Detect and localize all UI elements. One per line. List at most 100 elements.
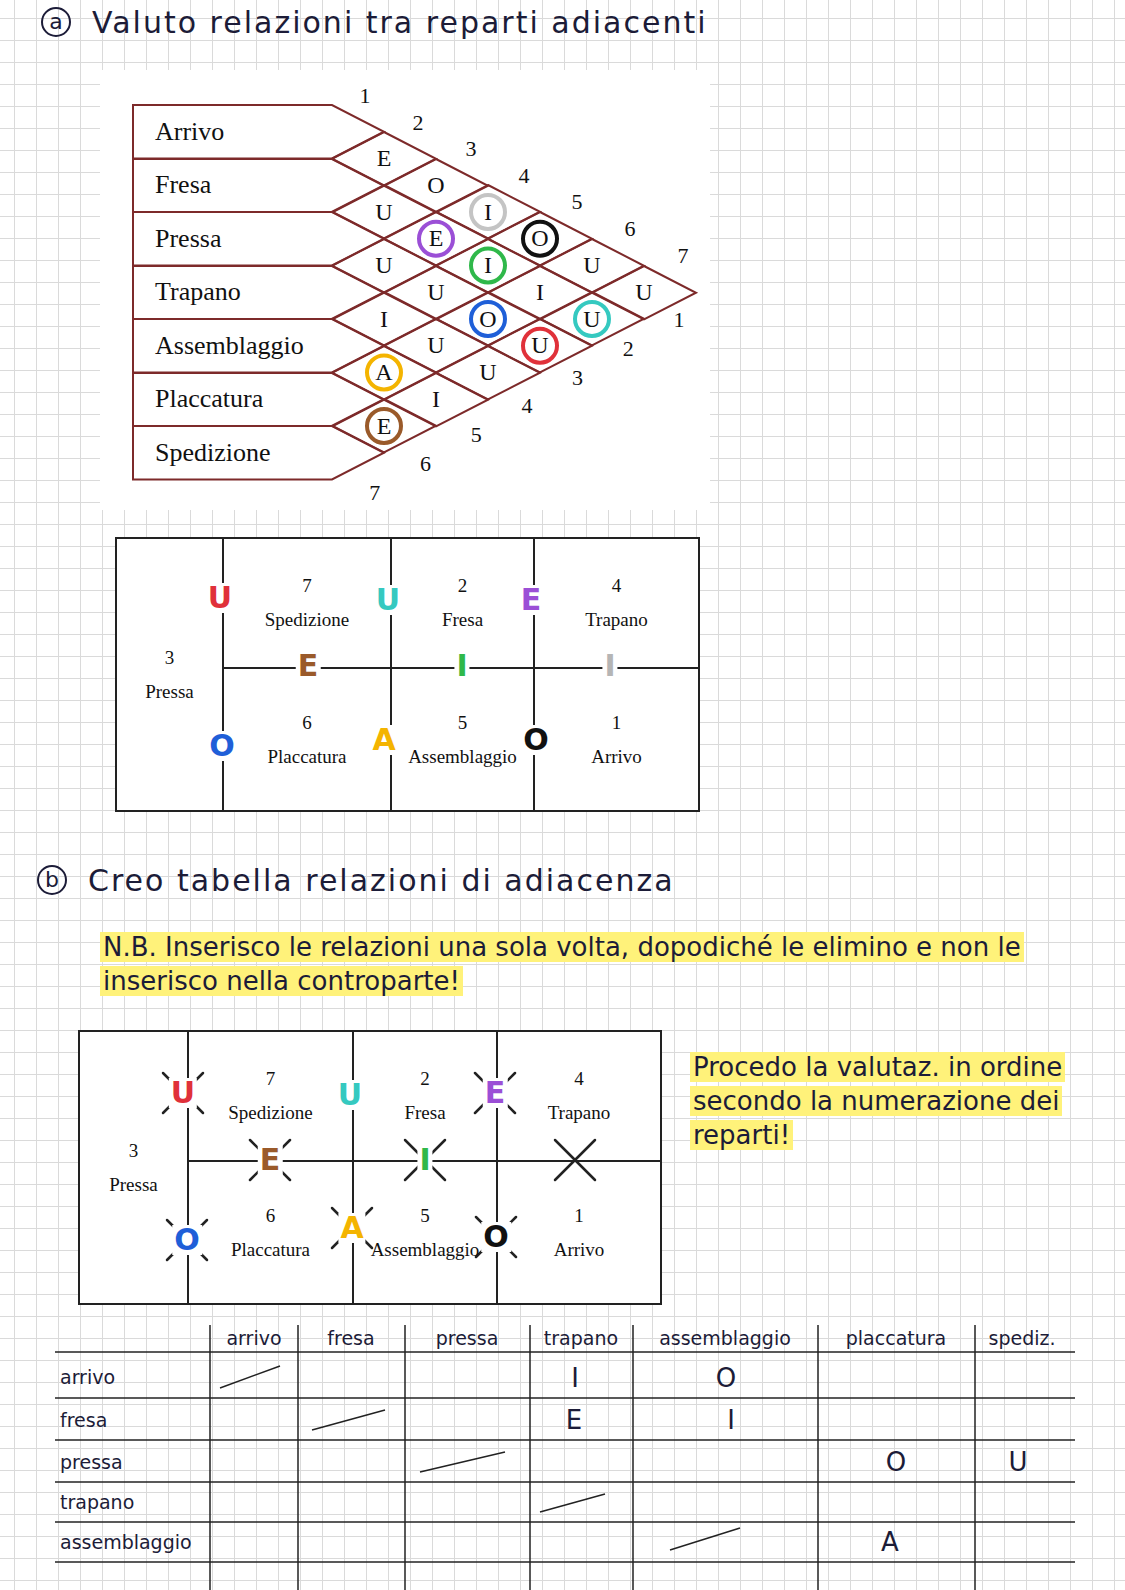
table-header: spediz. bbox=[988, 1327, 1055, 1349]
chart-number: 5 bbox=[471, 422, 482, 448]
relation-letter: U bbox=[427, 332, 444, 359]
department-number: 1 bbox=[612, 712, 622, 734]
table-cell: A bbox=[881, 1527, 899, 1557]
relation-diamond: U bbox=[384, 266, 488, 320]
chart-number: 1 bbox=[360, 83, 371, 109]
note-block: N.B. Inserisco le relazioni una sola vol… bbox=[100, 930, 1040, 998]
department-name: Pressa bbox=[145, 681, 194, 703]
chart-number: 3 bbox=[466, 136, 477, 162]
chart-number: 4 bbox=[519, 163, 530, 189]
department-name: Spedizione bbox=[155, 438, 271, 468]
department-cell: 4Trapano bbox=[533, 537, 700, 669]
layout-ground bbox=[115, 537, 700, 812]
shape-outline bbox=[540, 239, 644, 293]
relation-letter: E bbox=[519, 585, 544, 615]
highlight-circle bbox=[523, 329, 557, 363]
relation-letter: I bbox=[454, 651, 469, 681]
relation-letter: E bbox=[483, 1078, 508, 1108]
shape-outline bbox=[332, 239, 436, 293]
relation-letter: U bbox=[427, 279, 444, 306]
relation-letter: A bbox=[375, 359, 392, 386]
shape-outline bbox=[332, 292, 436, 346]
relation-letter: O bbox=[479, 306, 496, 333]
row-label: fresa bbox=[60, 1409, 107, 1431]
relation-letter: E bbox=[258, 1145, 283, 1175]
chart-number: 7 bbox=[369, 480, 380, 506]
highlight-circle bbox=[471, 302, 505, 336]
row-label: arrivo bbox=[60, 1366, 115, 1388]
department-number: 5 bbox=[420, 1205, 430, 1227]
relation-letter: U bbox=[531, 332, 548, 359]
department-name: Assemblaggio bbox=[371, 1239, 480, 1261]
layout-ground bbox=[78, 1030, 662, 1305]
department-name: Arrivo bbox=[155, 117, 224, 147]
relation-letter: U bbox=[169, 1078, 197, 1108]
table-cell: E bbox=[566, 1405, 582, 1435]
department-cell: 3Pressa bbox=[78, 1030, 189, 1305]
relation-letter: O bbox=[531, 225, 548, 252]
shape-outline bbox=[384, 319, 488, 373]
relation-letter: E bbox=[296, 651, 321, 681]
relation-letter: U bbox=[336, 1080, 364, 1110]
shape-outline bbox=[436, 292, 540, 346]
chart-number: 1 bbox=[674, 307, 685, 333]
department-number: 2 bbox=[458, 575, 468, 597]
table-header: assemblaggio bbox=[659, 1327, 791, 1349]
section-heading: Creo tabella relazioni di adiacenza bbox=[88, 863, 675, 898]
table-cell: O bbox=[886, 1447, 906, 1477]
department-cell: 1Arrivo bbox=[533, 667, 700, 812]
relation-letter: U bbox=[374, 585, 402, 615]
department-name: Arrivo bbox=[591, 746, 642, 768]
department-name: Placcatura bbox=[267, 746, 346, 768]
department-number: 6 bbox=[302, 712, 312, 734]
shape-outline bbox=[488, 212, 592, 266]
department-number: 2 bbox=[420, 1068, 430, 1090]
relation-diamond: E bbox=[332, 132, 436, 186]
relation-letter: I bbox=[432, 386, 440, 413]
relation-letter: I bbox=[484, 252, 492, 279]
chart-number: 6 bbox=[625, 216, 636, 242]
relation-letter: I bbox=[602, 651, 617, 681]
department-cell: 6Placcatura bbox=[222, 667, 392, 812]
shape-outline bbox=[384, 159, 488, 213]
relation-letter: U bbox=[635, 279, 652, 306]
relation-diamond: O bbox=[384, 159, 488, 213]
relation-letter: U bbox=[583, 252, 600, 279]
shape-outline bbox=[436, 346, 540, 400]
department-name: Spedizione bbox=[228, 1102, 312, 1124]
highlight-circle bbox=[367, 356, 401, 390]
relation-letter: I bbox=[536, 279, 544, 306]
shape-outline bbox=[332, 346, 436, 400]
relation-diamond: A bbox=[332, 346, 436, 400]
department-name: Placcatura bbox=[155, 384, 263, 414]
shape-outline bbox=[332, 185, 436, 239]
relation-diamond: I bbox=[488, 266, 592, 320]
department-name: Spedizione bbox=[265, 609, 349, 631]
department-number: 6 bbox=[266, 1205, 276, 1227]
department-cell: 3Pressa bbox=[115, 537, 224, 812]
highlight-circle bbox=[471, 195, 505, 229]
table-header: fresa bbox=[327, 1327, 374, 1349]
chart-number: 4 bbox=[521, 393, 532, 419]
table-cell: U bbox=[1008, 1447, 1027, 1477]
relation-letter: E bbox=[377, 413, 392, 440]
relation-diamond: E bbox=[332, 399, 436, 453]
department-number: 4 bbox=[574, 1068, 584, 1090]
relation-diamond: U bbox=[488, 319, 592, 373]
department-name: Assemblaggio bbox=[408, 746, 517, 768]
relation-letter: E bbox=[429, 225, 444, 252]
section-heading: Valuto relazioni tra reparti adiacenti bbox=[92, 5, 708, 40]
relation-letter: I bbox=[484, 199, 492, 226]
shape-outline bbox=[436, 185, 540, 239]
shape-outline bbox=[384, 212, 488, 266]
relation-letter: O bbox=[427, 172, 444, 199]
highlight-circle bbox=[471, 249, 505, 283]
relation-letter: U bbox=[583, 306, 600, 333]
department-name: Arrivo bbox=[554, 1239, 605, 1261]
department-cell: 7Spedizione bbox=[222, 537, 392, 669]
department-name: Assemblaggio bbox=[155, 331, 304, 361]
department-cell: 7Spedizione bbox=[187, 1030, 354, 1162]
shape-outline bbox=[384, 266, 488, 320]
relation-letter: O bbox=[521, 725, 551, 755]
row-label: trapano bbox=[60, 1491, 134, 1513]
